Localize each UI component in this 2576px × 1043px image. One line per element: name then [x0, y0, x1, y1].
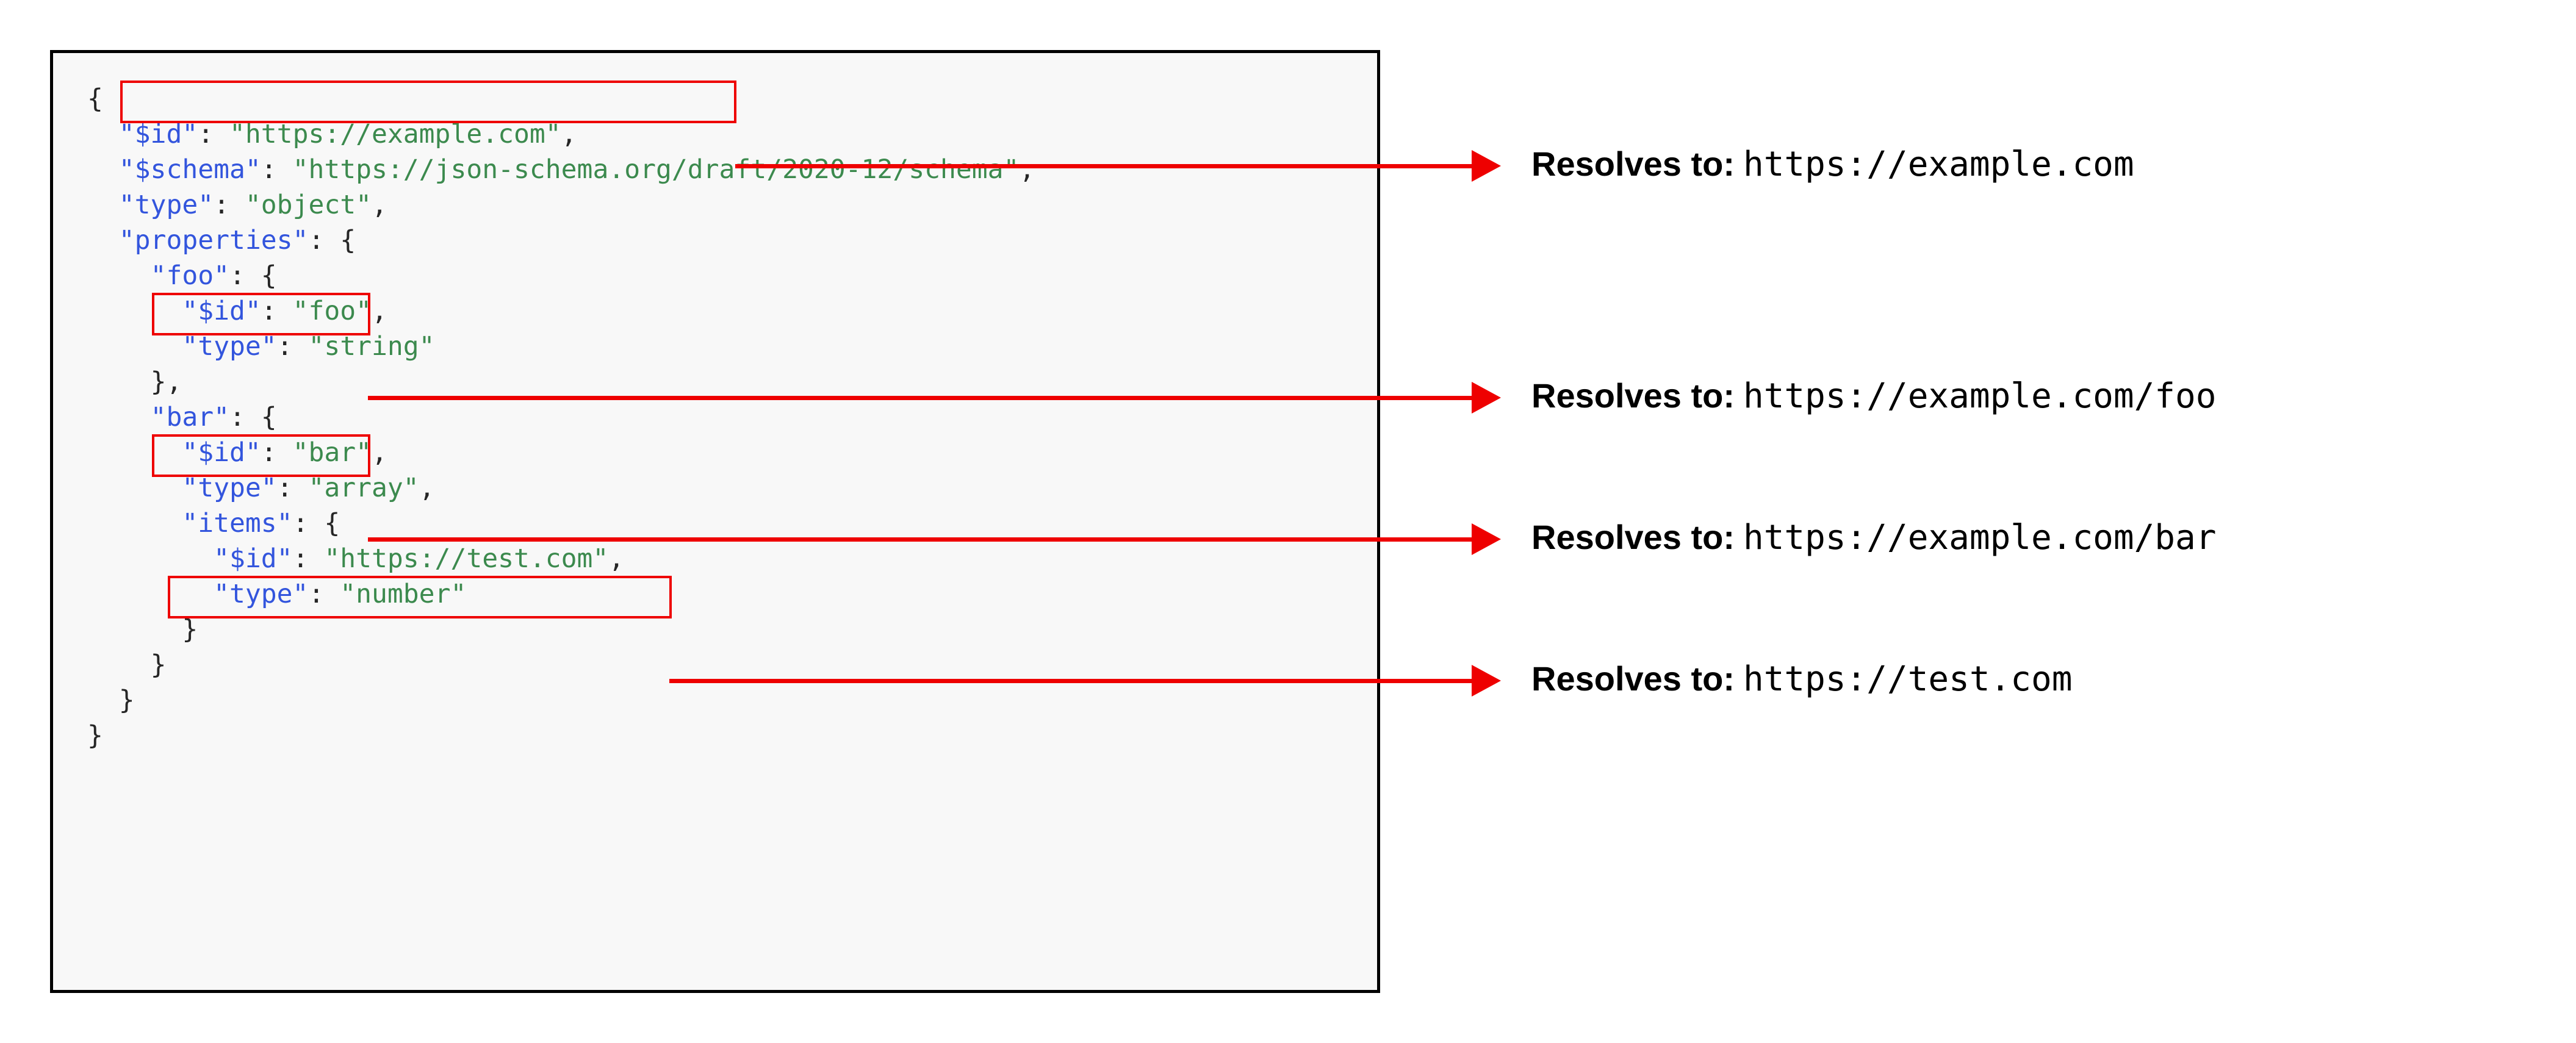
annotation-label: Resolves to: [1531, 376, 1735, 415]
connector-line-bar [368, 537, 1473, 542]
code-line-close-foo: }, [150, 367, 182, 397]
arrow-head-items [1472, 665, 1501, 697]
annotation-label: Resolves to: [1531, 518, 1735, 556]
annotation-uri: https://example.com/bar [1743, 518, 2217, 557]
annotation-foo: Resolves to:https://example.com/foo [1531, 379, 2216, 414]
code-line-items: "items": { [182, 508, 340, 539]
annotation-bar: Resolves to:https://example.com/bar [1531, 520, 2216, 555]
code-line-id-items: "$id": "https://test.com", [214, 543, 625, 574]
code-line-schema: "$schema": "https://json-schema.org/draf… [118, 154, 1035, 185]
arrow-head-bar [1472, 523, 1501, 555]
code-line-close-items: } [182, 614, 198, 645]
annotation-uri: https://example.com [1743, 145, 2134, 184]
code-line-properties: "properties": { [118, 225, 356, 256]
code-line-type-string: "type": "string" [182, 331, 435, 362]
arrow-head-foo [1472, 382, 1501, 414]
code-line: { [87, 84, 103, 114]
code-line-foo: "foo": { [150, 260, 277, 291]
json-code-panel: { "$id": "https://example.com", "$schema… [50, 50, 1380, 993]
connector-line-foo [368, 396, 1473, 400]
annotation-uri: https://example.com/foo [1743, 376, 2217, 416]
code-line-close-bar: } [150, 650, 167, 680]
code-line-close-root: } [87, 720, 103, 751]
annotation-root: Resolves to:https://example.com [1531, 147, 2134, 182]
code-line-id-foo: "$id": "foo", [182, 296, 387, 326]
code-line-type-number: "type": "number" [214, 579, 467, 609]
annotation-label: Resolves to: [1531, 659, 1735, 698]
code-line-id-bar: "$id": "bar", [182, 437, 387, 468]
code-line-type-object: "type": "object", [118, 190, 387, 220]
annotation-label: Resolves to: [1531, 145, 1735, 183]
code-line-type-array: "type": "array", [182, 473, 435, 503]
json-code-listing: { "$id": "https://example.com", "$schema… [87, 81, 1035, 753]
code-line-close-properties: } [118, 685, 135, 715]
connector-line-root [735, 164, 1473, 168]
connector-line-items [669, 679, 1473, 683]
annotation-uri: https://test.com [1743, 659, 2073, 699]
annotation-items: Resolves to:https://test.com [1531, 662, 2072, 697]
arrow-head-root [1472, 150, 1501, 182]
code-line-id-root: "$id": "https://example.com", [118, 119, 577, 149]
code-line-bar: "bar": { [150, 402, 277, 432]
